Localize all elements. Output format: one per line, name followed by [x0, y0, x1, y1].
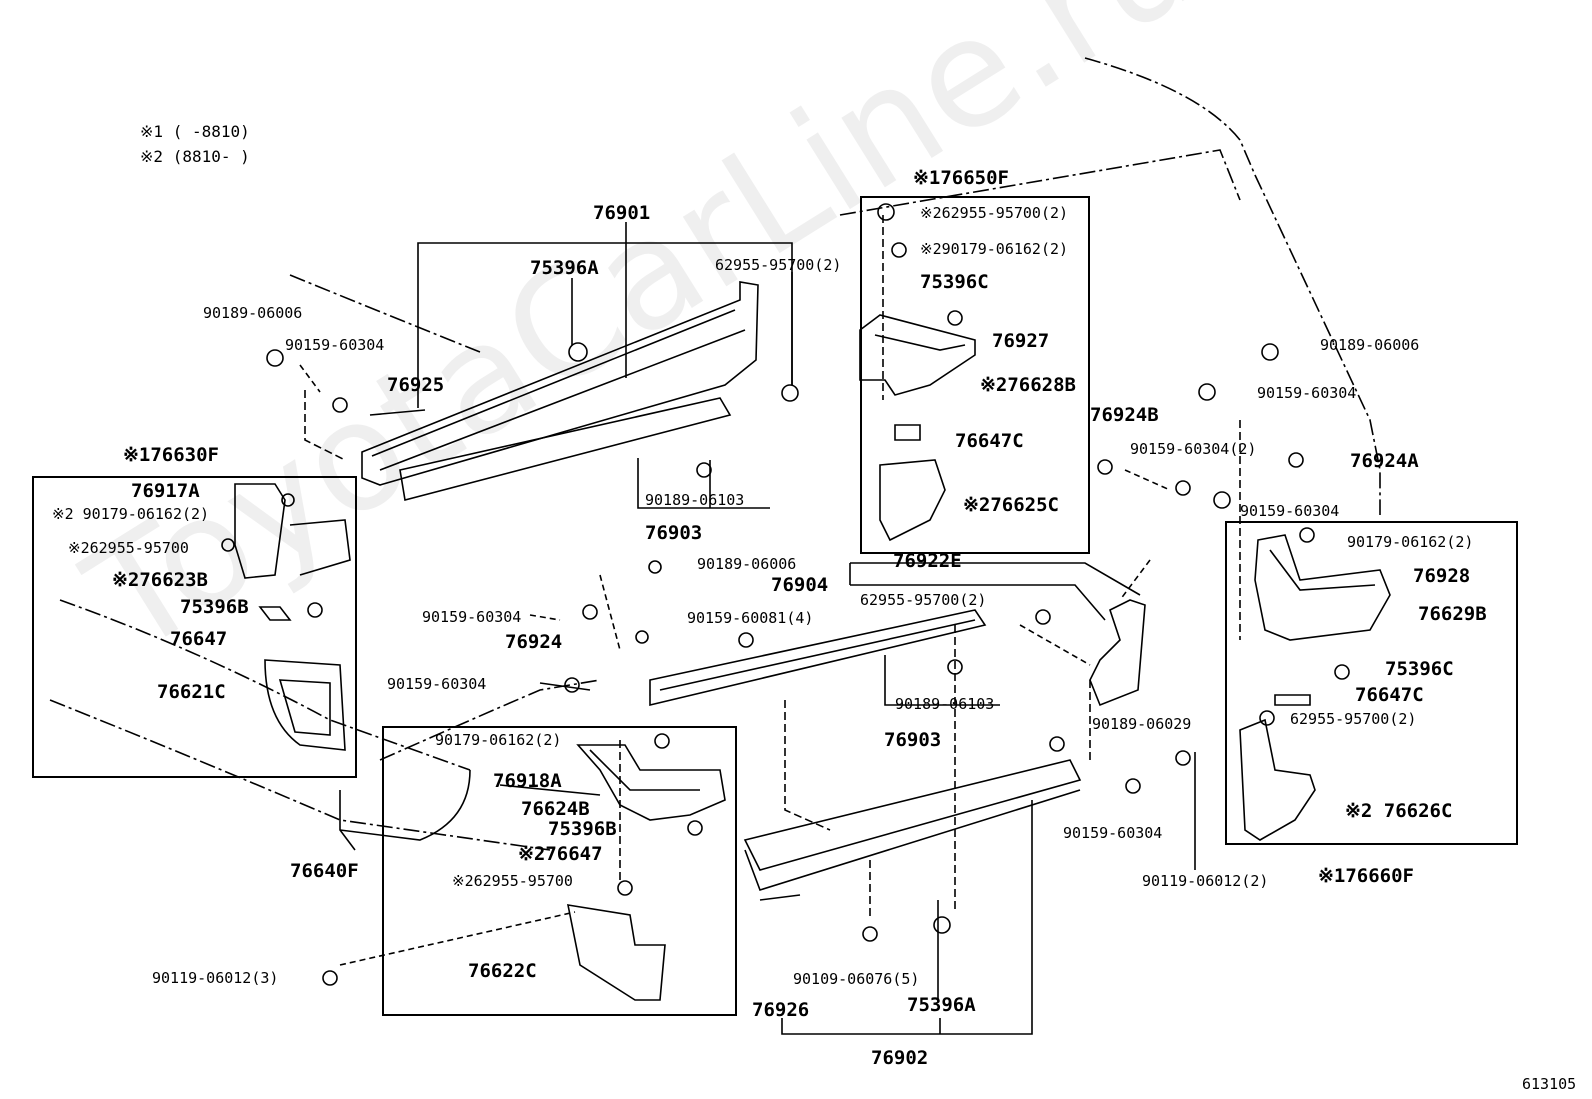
label-76902: 76902 — [871, 1047, 929, 1069]
note-2-mark: ※2 — [140, 147, 164, 166]
vehicle-sill-outline — [49, 699, 551, 851]
label-62955-left: ※262955-95700 — [68, 539, 189, 557]
vehicle-upper-outline — [289, 274, 481, 353]
note-2: ※2 (8810- ) — [140, 149, 250, 165]
note-1-mark: ※1 — [140, 122, 164, 141]
label-90189-06103-mid: 90189-06103 — [895, 695, 995, 713]
label-90189-06103-upper: 90189-06103 — [645, 491, 745, 509]
label-90189-06029: 90189-06029 — [1092, 715, 1192, 733]
label-75396c-rbox: 75396C — [920, 271, 989, 293]
flap-76626C — [1239, 718, 1316, 841]
label-76629b: 76629B — [1418, 603, 1487, 625]
label-75396a-top: 75396A — [530, 257, 599, 279]
label-76917a: 76917A — [131, 480, 200, 502]
label-76903-upper: 76903 — [645, 522, 703, 544]
label-90159-60304-right2: 90159-60304 — [1257, 384, 1357, 402]
label-76928: 76928 — [1413, 565, 1471, 587]
label-75396c-right: 75396C — [1385, 658, 1454, 680]
label-90179-06162-bottom: 90179-06162(2) — [435, 731, 562, 749]
label-76647c-rbox: 76647C — [955, 430, 1024, 452]
label-62955-right: 62955-95700(2) — [1290, 710, 1417, 728]
label-76621c: 76621C — [157, 681, 226, 703]
group-box-76630F — [32, 476, 357, 778]
label-76623b: ※276623B — [112, 569, 208, 591]
label-group-76650f: ※176650F — [913, 167, 1009, 189]
label-90159-60304-mid: 90159-60304 — [422, 608, 522, 626]
label-76625c: ※276625C — [963, 494, 1059, 516]
label-90159-60304-mid2: 90159-60304 — [387, 675, 487, 693]
label-90159-60304-left: 90159-60304 — [285, 336, 385, 354]
label-76647: 76647 — [170, 628, 228, 650]
moulding-76903-upper — [399, 397, 732, 501]
label-76903-mid: 76903 — [884, 729, 942, 751]
flap-76628B — [859, 314, 976, 396]
label-90189-06006-left: 90189-06006 — [203, 304, 303, 322]
label-90159-60304-right3: 90159-60304 — [1063, 824, 1163, 842]
note-1-text: ( -8810) — [172, 122, 250, 141]
label-62955-mid: 62955-95700(2) — [860, 591, 987, 609]
note-2-text: (8810- ) — [172, 147, 250, 166]
flap-76624B — [576, 744, 726, 821]
label-group-76630f: ※176630F — [123, 444, 219, 466]
label-76924b: 76924B — [1090, 404, 1159, 426]
vehicle-lower-outline — [59, 599, 471, 771]
label-76640f: 76640F — [290, 860, 359, 882]
label-75396b-left: 75396B — [180, 596, 249, 618]
label-76622c: 76622C — [468, 960, 537, 982]
diagram-id: 613105 — [1522, 1075, 1577, 1093]
label-62955-rbox: ※262955-95700(2) — [920, 204, 1069, 222]
label-90179-06162-right: 90179-06162(2) — [1347, 533, 1474, 551]
flap-76625C — [879, 459, 946, 542]
label-90189-06006-mid: 90189-06006 — [697, 555, 797, 573]
label-76925: 76925 — [387, 374, 445, 396]
label-90189-06006-right: 90189-06006 — [1320, 336, 1420, 354]
label-62955-bottom: ※262955-95700 — [452, 872, 573, 890]
label-76624b: 76624B — [521, 798, 590, 820]
vehicle-roof-outline — [1084, 57, 1381, 515]
label-76926: 76926 — [752, 999, 810, 1021]
flap-76629B — [1254, 534, 1391, 641]
vehicle-window-outline — [839, 149, 1241, 216]
label-76922e: 76922E — [893, 550, 962, 572]
flap-76621C — [264, 659, 346, 751]
garnish-76901 — [361, 281, 759, 486]
label-76924: 76924 — [505, 631, 563, 653]
label-75396a-bottom: 75396A — [907, 994, 976, 1016]
label-76927: 76927 — [992, 330, 1050, 352]
label-62955-top: 62955-95700(2) — [715, 256, 842, 274]
label-90159-60081: 90159-60081(4) — [687, 609, 814, 627]
label-76647-bottom: ※276647 — [518, 843, 603, 865]
label-90119-06012-3: 90119-06012(3) — [152, 969, 279, 987]
moulding-76903-mid — [649, 609, 987, 707]
label-76628b: ※276628B — [980, 374, 1076, 396]
bracket-76903-upper — [637, 458, 770, 509]
step-76902 — [743, 759, 1082, 871]
bracket-76903-mid — [884, 655, 1000, 706]
label-76626c: ※2 76626C — [1345, 800, 1453, 822]
label-75396b-bottom: 75396B — [548, 818, 617, 840]
group-box-76650F — [860, 196, 1090, 554]
label-90179-06162-left: ※2 90179-06162(2) — [52, 505, 210, 523]
flap-76622C — [566, 904, 666, 1001]
label-90109-06076: 90109-06076(5) — [793, 970, 920, 988]
note-1: ※1 ( -8810) — [140, 124, 250, 140]
label-76904: 76904 — [771, 574, 829, 596]
label-90179-rbox: ※290179-06162(2) — [920, 240, 1069, 258]
label-76647c-right: 76647C — [1355, 684, 1424, 706]
bracket-76902 — [781, 800, 1033, 1035]
label-90159-60304-2: 90159-60304(2) — [1130, 440, 1257, 458]
group-box-76660F — [1225, 521, 1518, 845]
label-group-76660f: ※176660F — [1318, 865, 1414, 887]
group-box-76640F — [382, 726, 737, 1016]
label-76901: 76901 — [593, 202, 651, 224]
garnish-76922E — [1089, 599, 1146, 707]
label-76918a: 76918A — [493, 770, 562, 792]
label-76924a: 76924A — [1350, 450, 1419, 472]
label-90159-60304-right: 90159-60304 — [1240, 502, 1340, 520]
label-90119-06012-2: 90119-06012(2) — [1142, 872, 1269, 890]
